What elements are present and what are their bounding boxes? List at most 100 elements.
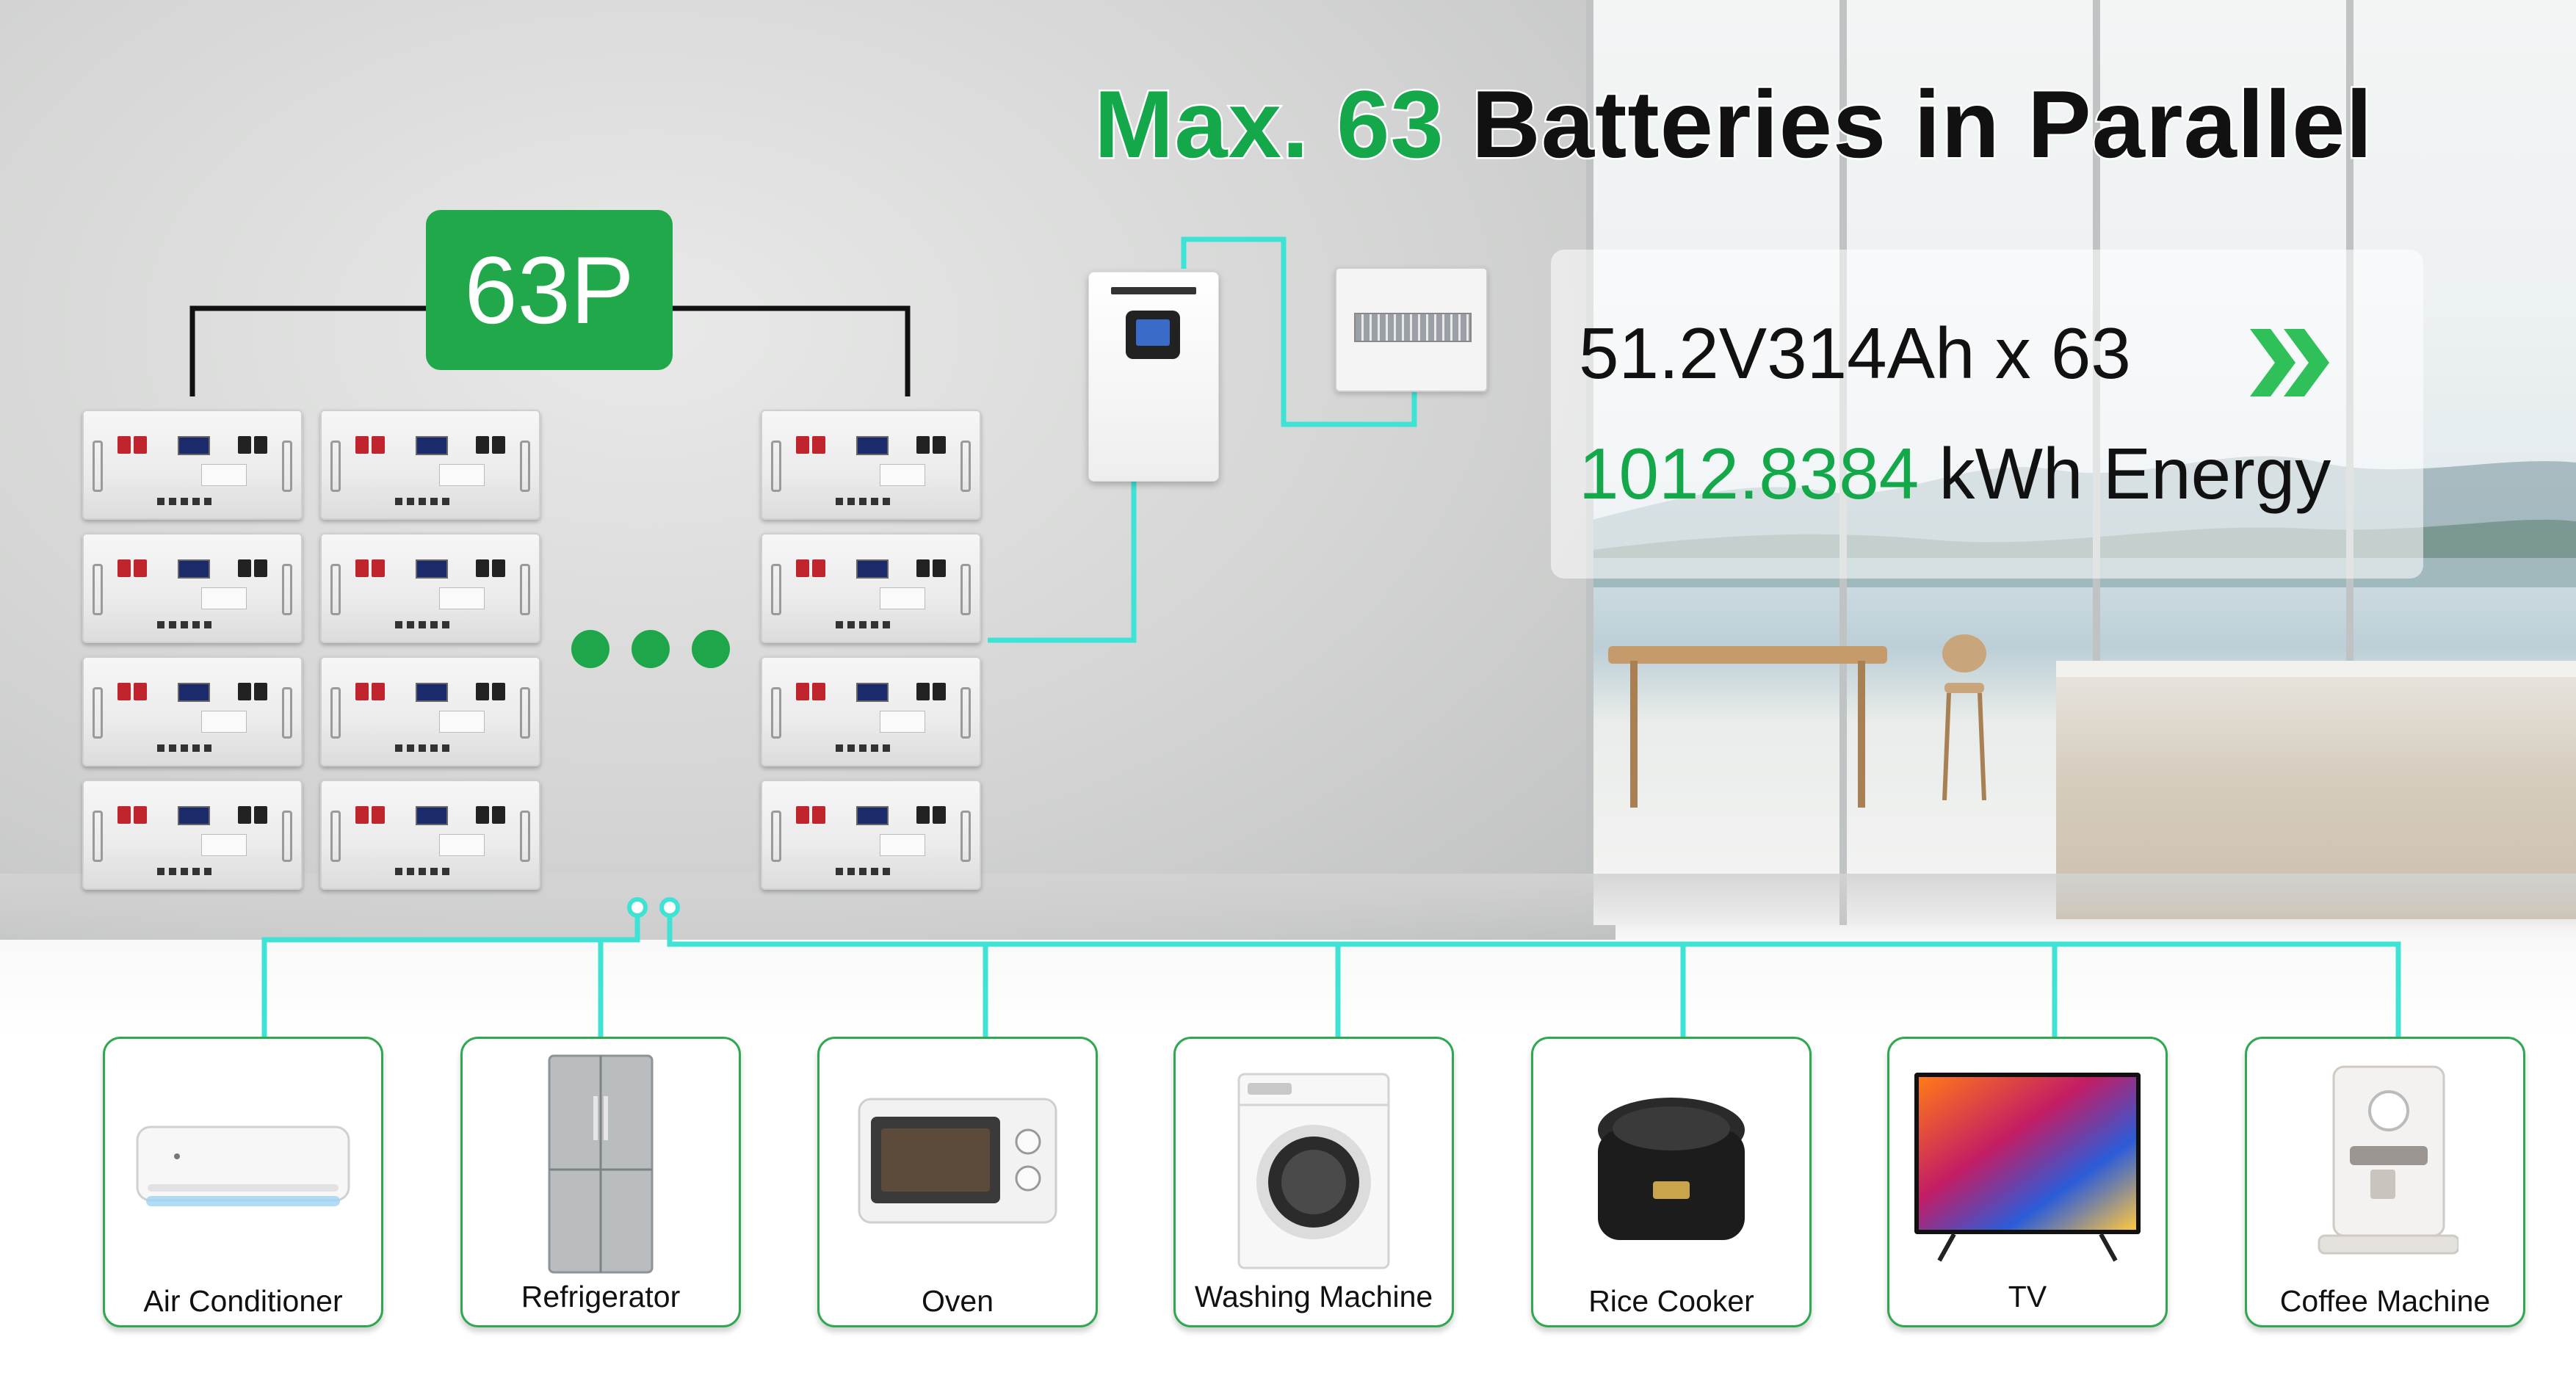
battery-config-value: 51.2V314Ah x 63 xyxy=(1579,313,2131,394)
positive-terminal xyxy=(372,806,385,824)
positive-terminal xyxy=(812,559,825,577)
negative-terminal xyxy=(476,436,489,454)
battery-module xyxy=(82,656,303,766)
battery-handle xyxy=(93,564,103,615)
positive-terminal xyxy=(796,806,809,824)
positive-terminal xyxy=(117,806,131,824)
battery-module xyxy=(82,780,303,890)
battery-ports xyxy=(836,498,894,505)
washing-machine-icon xyxy=(1176,1068,1452,1274)
negative-terminal xyxy=(238,806,251,824)
battery-label-plate xyxy=(880,464,925,486)
positive-terminal xyxy=(812,806,825,824)
battery-ports xyxy=(157,621,216,628)
battery-handle xyxy=(520,441,530,492)
table-leg xyxy=(1858,661,1865,808)
negative-terminal xyxy=(933,559,946,577)
battery-label-plate xyxy=(439,711,485,733)
battery-display xyxy=(178,806,210,825)
positive-terminal xyxy=(117,683,131,700)
negative-terminal xyxy=(254,683,267,700)
battery-display xyxy=(416,559,448,579)
negative-terminal xyxy=(476,683,489,700)
battery-label-plate xyxy=(439,464,485,486)
ellipsis-dot xyxy=(571,630,609,668)
battery-handle xyxy=(960,687,971,739)
battery-handle xyxy=(960,564,971,615)
battery-label-plate xyxy=(201,834,247,856)
appliance-card: Coffee Machine xyxy=(2245,1037,2525,1327)
battery-ports xyxy=(395,868,454,875)
inverter xyxy=(1088,272,1219,482)
appliance-label: Coffee Machine xyxy=(2279,1284,2491,1318)
battery-label-plate xyxy=(201,711,247,733)
dining-table xyxy=(1608,646,1887,664)
appliance-label: TV xyxy=(2008,1280,2047,1313)
positive-terminal xyxy=(372,683,385,700)
positive-terminal xyxy=(117,559,131,577)
battery-handle xyxy=(330,811,341,862)
battery-config-text: 51.2V314Ah x 63 xyxy=(1579,317,2131,389)
battery-module xyxy=(761,410,981,520)
battery-handle xyxy=(520,564,530,615)
air-conditioner-icon xyxy=(105,1120,381,1259)
battery-handle xyxy=(282,687,292,739)
appliance-label: Refrigerator xyxy=(521,1280,681,1313)
positive-terminal xyxy=(372,436,385,454)
battery-display xyxy=(416,683,448,702)
positive-terminal xyxy=(134,436,147,454)
battery-label-plate xyxy=(439,587,485,609)
battery-handle xyxy=(771,564,781,615)
battery-label-plate xyxy=(201,587,247,609)
double-chevron-right-icon xyxy=(2250,329,2329,396)
inverter-screen xyxy=(1136,319,1170,346)
ellipsis-dot xyxy=(632,630,670,668)
battery-label-plate xyxy=(880,711,925,733)
battery-display xyxy=(416,436,448,455)
battery-handle xyxy=(771,811,781,862)
negative-terminal xyxy=(254,806,267,824)
negative-terminal xyxy=(916,683,930,700)
battery-module xyxy=(320,656,540,766)
refrigerator-icon xyxy=(463,1052,739,1280)
positive-terminal xyxy=(796,436,809,454)
battery-display xyxy=(178,559,210,579)
negative-terminal xyxy=(254,559,267,577)
battery-handle xyxy=(282,564,292,615)
negative-terminal xyxy=(238,559,251,577)
breaker-switches xyxy=(1354,313,1472,342)
chair xyxy=(1942,634,1986,800)
positive-terminal xyxy=(134,559,147,577)
battery-ports xyxy=(395,621,454,628)
battery-label-plate xyxy=(201,464,247,486)
battery-handle xyxy=(282,441,292,492)
positive-terminal xyxy=(117,436,131,454)
battery-handle xyxy=(960,441,971,492)
negative-terminal xyxy=(933,683,946,700)
appliance-card: Oven xyxy=(817,1037,1098,1327)
battery-module xyxy=(320,533,540,643)
battery-module xyxy=(320,780,540,890)
battery-ports xyxy=(395,744,454,752)
battery-module xyxy=(82,533,303,643)
battery-handle xyxy=(93,441,103,492)
headline-highlight: Max. 63 xyxy=(1093,70,1446,178)
appliance-label: Washing Machine xyxy=(1194,1280,1433,1313)
positive-terminal xyxy=(812,436,825,454)
negative-terminal xyxy=(916,436,930,454)
oven-icon xyxy=(820,1090,1096,1230)
battery-module xyxy=(761,656,981,766)
negative-terminal xyxy=(492,436,505,454)
battery-display xyxy=(856,806,889,825)
negative-terminal xyxy=(238,683,251,700)
battery-handle xyxy=(330,564,341,615)
negative-terminal xyxy=(492,559,505,577)
headline-rest: Batteries in Parallel xyxy=(1469,70,2374,178)
positive-terminal xyxy=(134,806,147,824)
appliance-card: Washing Machine xyxy=(1173,1037,1454,1327)
battery-display xyxy=(416,806,448,825)
battery-handle xyxy=(93,687,103,739)
negative-terminal xyxy=(476,559,489,577)
battery-handle xyxy=(93,811,103,862)
